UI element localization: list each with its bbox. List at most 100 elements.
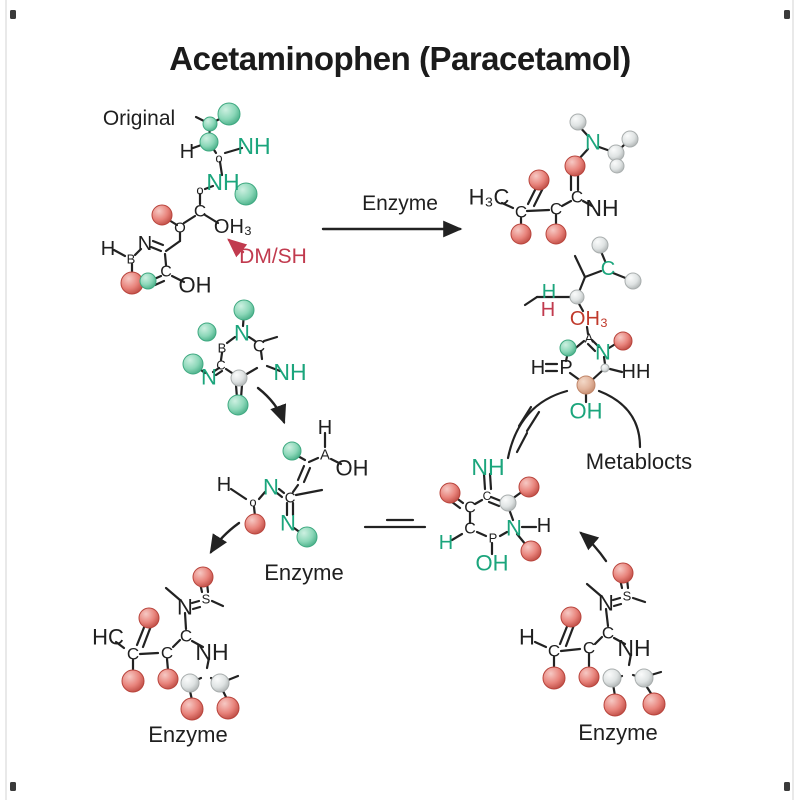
- gray-atom-ball: [210, 673, 230, 693]
- atom-label: A: [585, 331, 594, 346]
- red-atom-ball: [121, 669, 145, 693]
- corner-mark: [10, 10, 16, 19]
- red-atom-ball: [216, 696, 240, 720]
- red-atom-ball: [528, 169, 550, 191]
- gray-atom-ball: [602, 668, 622, 688]
- atom-label: OH₃: [570, 308, 608, 330]
- bond: [265, 364, 282, 373]
- atom-label: S: [202, 592, 211, 607]
- atom-label: OH₃: [214, 216, 252, 238]
- red-atom-ball: [510, 223, 532, 245]
- atom-label: B: [127, 252, 136, 267]
- bond: [590, 338, 601, 349]
- bond: [498, 530, 509, 538]
- bond: [243, 366, 259, 377]
- bond: [262, 335, 279, 343]
- bond: [170, 274, 186, 284]
- gray-atom-ball: [634, 668, 654, 688]
- green-atom-ball: [182, 353, 204, 375]
- bond: [473, 498, 484, 506]
- bond: [611, 596, 622, 602]
- red-atom-ball: [520, 540, 542, 562]
- bond: [612, 636, 627, 646]
- bond: [573, 254, 587, 279]
- dmsh-arrow: [227, 238, 248, 258]
- green-atom-ball: [559, 339, 577, 357]
- atom-label: H: [101, 238, 115, 260]
- bond: [219, 351, 224, 362]
- atom-label: H: [217, 474, 231, 496]
- green-atom-ball: [197, 322, 217, 342]
- bond: [165, 657, 170, 672]
- bond: [523, 295, 539, 307]
- atom-label: C: [515, 203, 527, 222]
- right-edge-line: [792, 0, 794, 800]
- atom-label: P: [559, 357, 572, 379]
- gray-atom-ball: [621, 130, 639, 148]
- bond: [203, 213, 220, 225]
- red-atom-ball: [439, 482, 461, 504]
- bond: [182, 214, 197, 225]
- atom-label: N: [585, 130, 601, 155]
- atom-label: C: [285, 490, 296, 507]
- atom-label: N: [263, 475, 279, 500]
- corner-mark: [784, 782, 790, 791]
- atom-label: H: [541, 299, 555, 321]
- green-atom-ball: [202, 116, 218, 132]
- atom-label: NH: [617, 635, 650, 661]
- atom-label: OH: [476, 551, 509, 576]
- atom-label: H₃C: [469, 185, 510, 210]
- label-dm-sh: DM/SH: [239, 245, 307, 268]
- bond: [205, 656, 211, 670]
- bond: [294, 488, 324, 497]
- bond: [581, 199, 594, 208]
- red-atom-ball: [518, 476, 540, 498]
- bond: [482, 472, 487, 491]
- atom-label: P: [489, 531, 498, 546]
- atom-label: C: [160, 264, 172, 281]
- bond: [135, 623, 147, 647]
- atom-label: A: [320, 447, 330, 464]
- bond: [329, 457, 343, 466]
- bond: [211, 366, 221, 374]
- bond: [586, 342, 597, 353]
- label-enzyme-top: Enzyme: [362, 192, 438, 215]
- atom-label: NH: [237, 133, 270, 159]
- red-atom-ball: [542, 666, 566, 690]
- red-atom-ball: [180, 697, 204, 721]
- bond: [525, 208, 551, 213]
- atom-label: C: [583, 639, 595, 658]
- atom-label: N: [595, 340, 611, 365]
- green-atom-ball: [234, 182, 258, 206]
- bond: [149, 245, 163, 253]
- bond: [164, 239, 182, 253]
- green-atom-ball: [199, 132, 219, 152]
- bond: [229, 487, 248, 501]
- red-atom-ball: [192, 566, 214, 588]
- atom-label: C: [464, 500, 476, 517]
- bond: [533, 640, 548, 649]
- bond: [583, 269, 603, 279]
- bond: [585, 325, 590, 336]
- bond: [171, 638, 182, 649]
- atom-label: C: [194, 202, 206, 221]
- bond: [277, 487, 286, 495]
- atom-label: C: [216, 358, 225, 373]
- bond: [560, 199, 573, 208]
- atom-label: H: [180, 141, 194, 163]
- bond: [296, 464, 306, 482]
- atom-label: C: [571, 188, 583, 207]
- page-title: Acetaminophen (Paracetamol): [169, 40, 631, 77]
- bond: [247, 335, 257, 343]
- gray-atom-ball: [624, 272, 642, 290]
- red-atom-ball: [578, 666, 600, 688]
- bond: [191, 605, 202, 611]
- label-enzyme-center: Enzyme: [264, 560, 344, 585]
- gray-atom-ball: [569, 113, 587, 131]
- green-atom-ball: [282, 441, 302, 461]
- bond: [259, 349, 264, 361]
